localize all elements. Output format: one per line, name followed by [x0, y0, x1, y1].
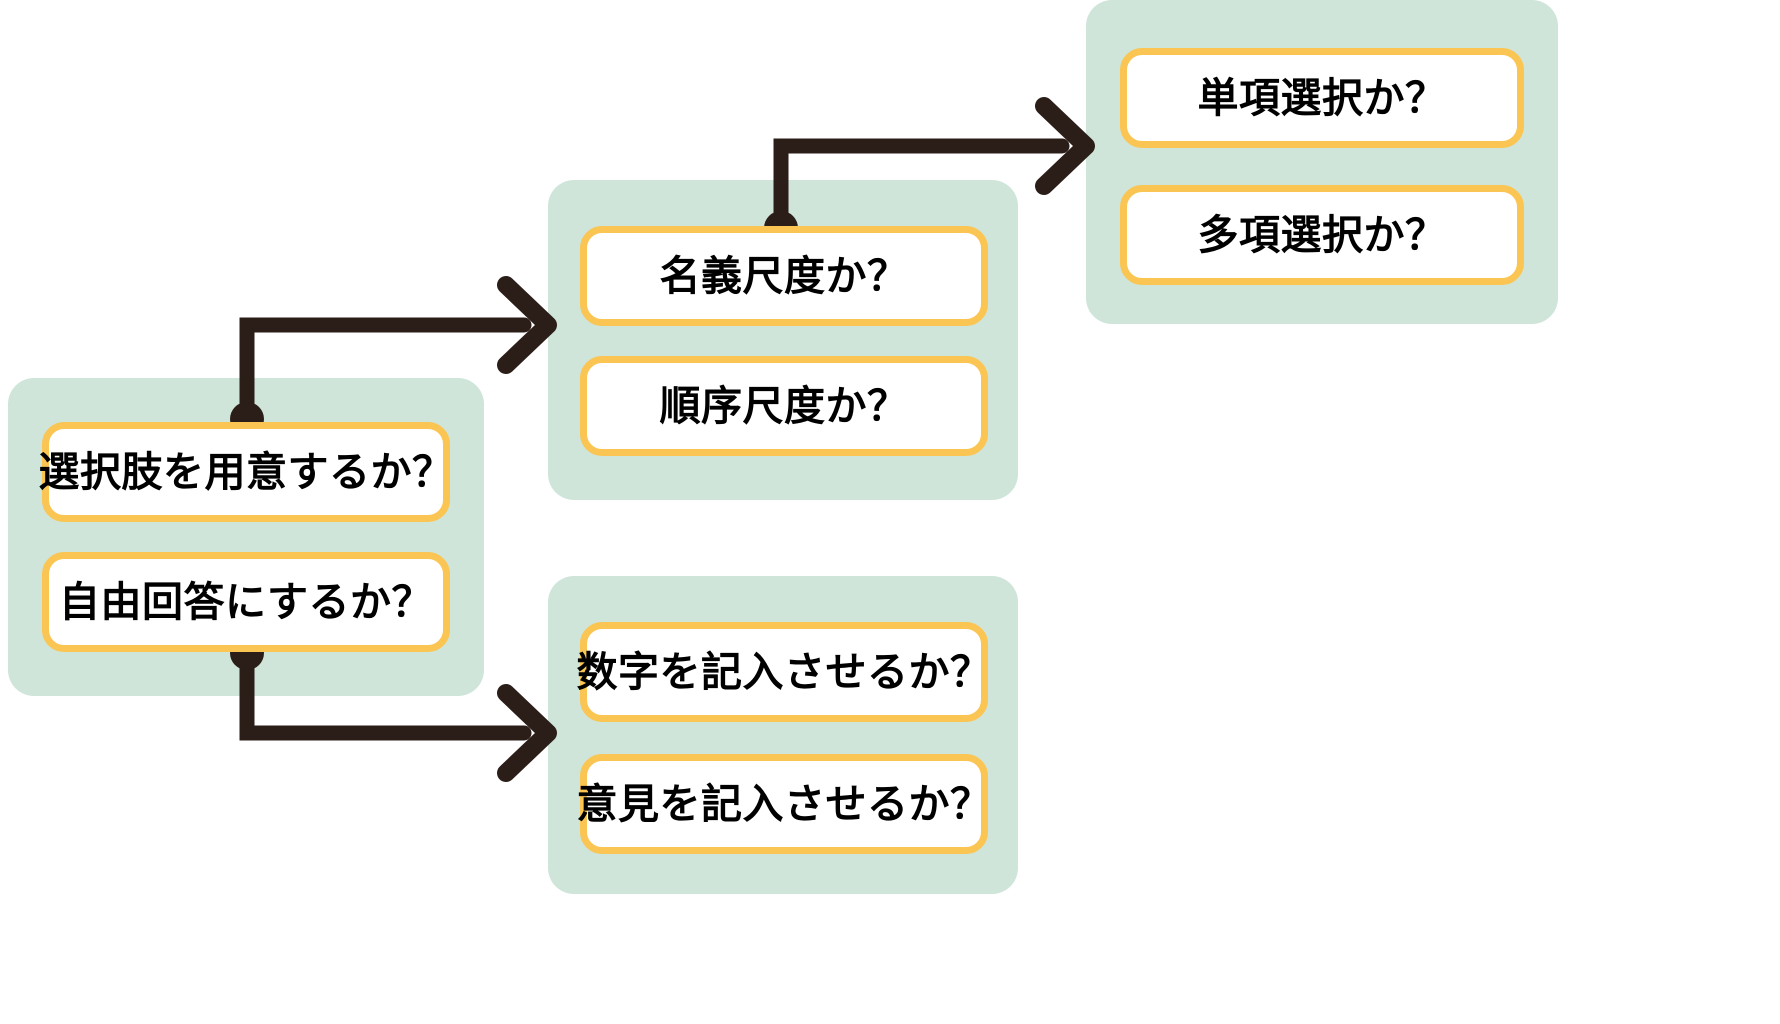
node-box-nominal-scale[interactable]: 名義尺度か？ — [580, 226, 988, 326]
node-box-prepare-choices[interactable]: 選択肢を用意するか？ — [39, 422, 453, 522]
node-label-free-answer: 自由回答にするか？ — [59, 578, 433, 625]
node-label-numeric-input: 数字を記入させるか？ — [576, 648, 992, 695]
node-label-multi-select: 多項選択か？ — [1197, 211, 1447, 258]
node-box-single-select[interactable]: 単項選択か？ — [1120, 48, 1524, 148]
node-label-ordinal-scale: 順序尺度か？ — [659, 382, 909, 429]
node-label-nominal-scale: 名義尺度か？ — [659, 252, 909, 299]
node-label-single-select: 単項選択か？ — [1197, 74, 1447, 121]
connector-arrowhead-icon — [1035, 97, 1095, 195]
node-box-multi-select[interactable]: 多項選択か？ — [1120, 185, 1524, 285]
connector-arrowhead-icon — [497, 276, 557, 374]
node-box-opinion-input[interactable]: 意見を記入させるか？ — [577, 754, 991, 854]
connector-arrowhead-icon — [497, 684, 557, 782]
node-box-numeric-input[interactable]: 数字を記入させるか？ — [577, 622, 991, 722]
node-label-opinion-input: 意見を記入させるか？ — [576, 780, 992, 827]
node-box-free-answer[interactable]: 自由回答にするか？ — [42, 552, 450, 652]
node-box-ordinal-scale[interactable]: 順序尺度か？ — [580, 356, 988, 456]
node-label-prepare-choices: 選択肢を用意するか？ — [38, 448, 454, 495]
